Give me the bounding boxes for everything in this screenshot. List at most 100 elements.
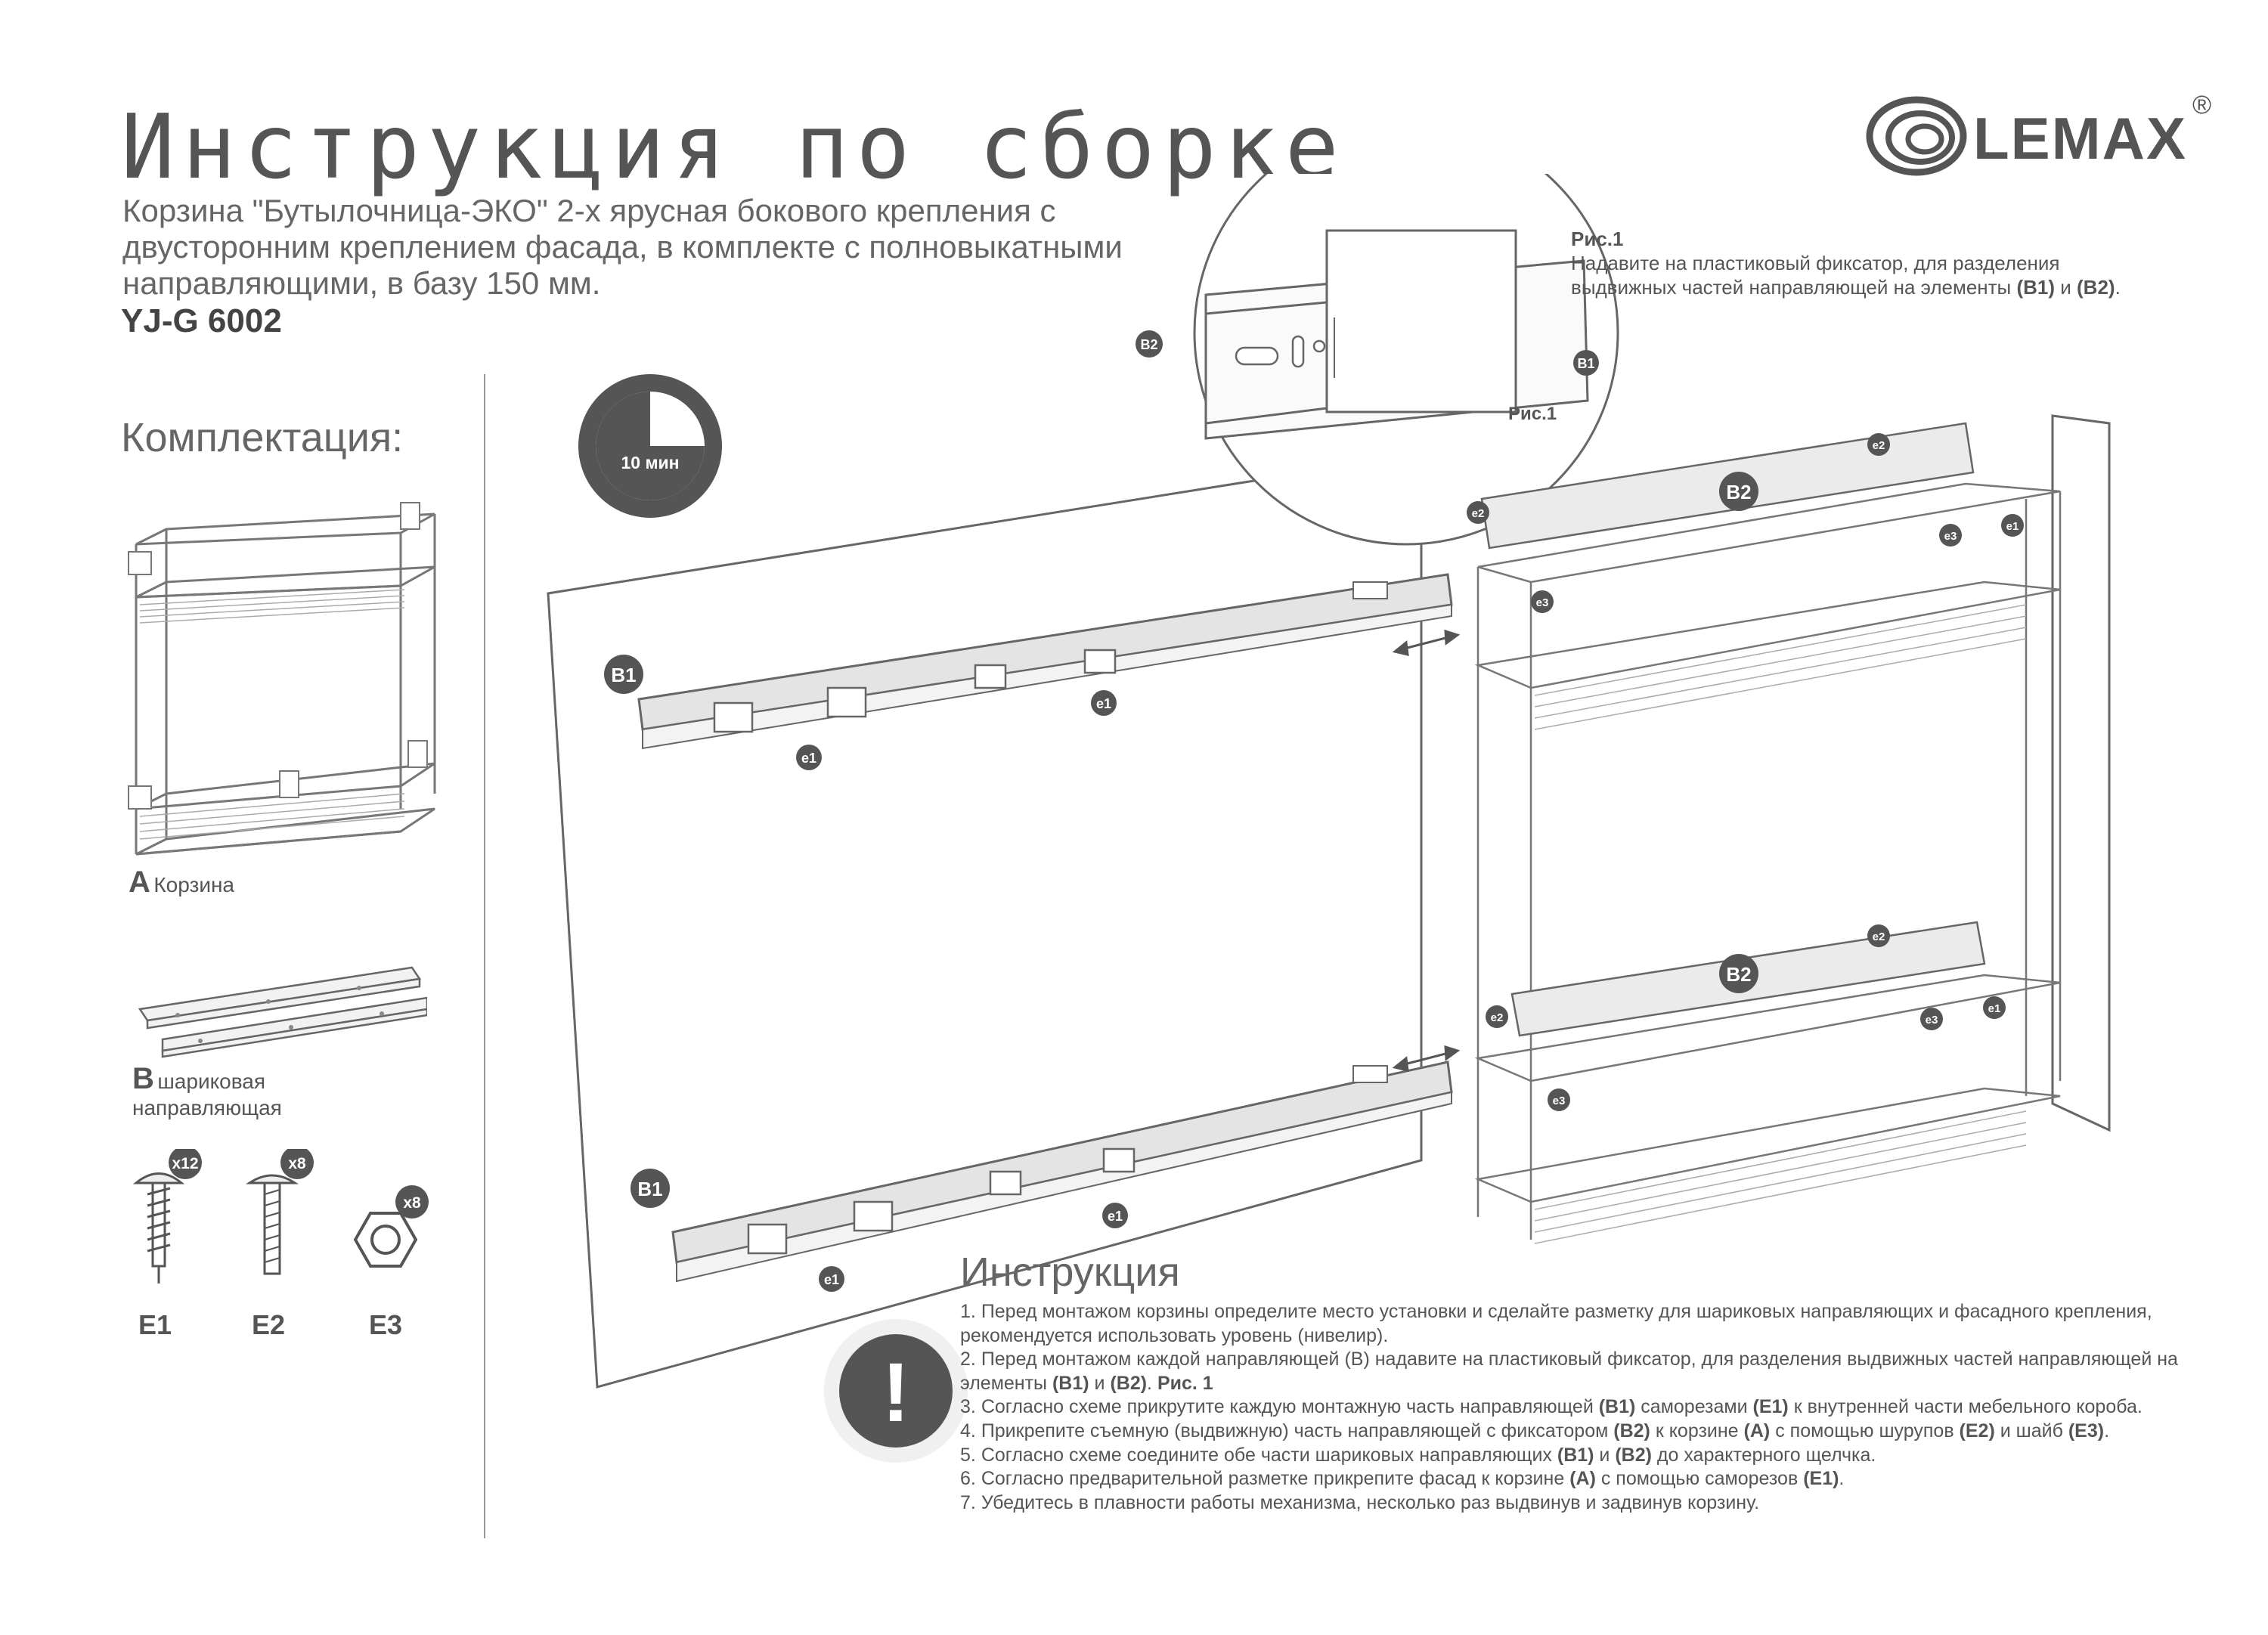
step-number: 2.	[960, 1349, 976, 1370]
basket-illustration	[128, 502, 436, 856]
qty-badge-e1: x12	[172, 1155, 198, 1172]
step-reference: (E2)	[1959, 1420, 1995, 1441]
step-text: Согласно схеме прикрутите каждую монтажн…	[981, 1396, 1599, 1418]
step-reference: (B2)	[1613, 1420, 1650, 1441]
instructions-list: 1. Перед монтажом корзины определите мес…	[960, 1300, 2185, 1515]
step-text: Согласно схеме соедините обе части шарик…	[981, 1444, 1557, 1466]
step-text: Согласно предварительной разметке прикре…	[981, 1468, 1570, 1490]
warning-symbol: !	[882, 1346, 910, 1439]
basket-assembly	[1474, 422, 2062, 1240]
label-e1-a: e1	[801, 751, 816, 766]
kit-item-b: B шариковая направляющая	[132, 1062, 359, 1120]
kit-item-a-letter: A	[129, 865, 150, 899]
kit-heading: Комплектация:	[121, 415, 404, 460]
step-text: .	[1839, 1468, 1845, 1490]
label-e1-c: e1	[824, 1272, 839, 1287]
instruction-step: 6. Согласно предварительной разметке при…	[960, 1467, 2185, 1491]
timer-icon: 10 мин	[578, 374, 722, 518]
step-reference: (E3)	[2068, 1420, 2105, 1441]
step-reference: (A)	[1569, 1468, 1596, 1490]
instructions-heading: Инструкция	[960, 1249, 1180, 1295]
label-b1-inset: B1	[1577, 356, 1594, 371]
slide-rail-illustration	[138, 966, 427, 1058]
label-e2-4: e2	[1491, 1011, 1504, 1024]
step-reference: (B2)	[1110, 1372, 1148, 1394]
washer-e3-icon: x8	[353, 1185, 429, 1268]
instruction-step: 2. Перед монтажом каждой направляющей (B…	[960, 1348, 2185, 1395]
figure1-caption: Рис.1 Надавите на пластиковый фиксатор, …	[1571, 227, 2121, 299]
label-e1-d: e1	[1108, 1209, 1123, 1224]
step-text: и	[1089, 1372, 1111, 1394]
label-b1-upper: B1	[611, 664, 636, 686]
step-text: Перед монтажом каждой направляющей (B) н…	[960, 1349, 2178, 1394]
label-e3-4: e3	[1553, 1095, 1566, 1107]
step-reference: (B2)	[1615, 1444, 1652, 1466]
step-text: саморезами	[1635, 1396, 1753, 1418]
fasteners-illustration: x12 x8 x8 E1 E2 E3	[132, 1149, 429, 1340]
page-title: Инструкция по сборке	[121, 94, 1346, 199]
instruction-step: 7. Убедитесь в плавности работы механизм…	[960, 1491, 2185, 1516]
step-text: до характерного щелчка.	[1651, 1444, 1876, 1466]
timer-label: 10 мин	[621, 453, 679, 472]
label-e2-3: e2	[1873, 931, 1885, 943]
cabinet-front-wall	[2051, 414, 2111, 1132]
rail-b1-upper	[637, 573, 1453, 750]
figure1-title: Рис.1	[1571, 228, 1624, 250]
step-text: Убедитесь в плавности работы механизма, …	[981, 1491, 1760, 1513]
step-reference: (E1)	[1752, 1396, 1789, 1418]
figure1-b1: (B1)	[2016, 276, 2056, 299]
instruction-step: 3. Согласно схеме прикрутите каждую монт…	[960, 1395, 2185, 1420]
label-e1-e: e1	[2006, 520, 2019, 533]
step-text: к корзине	[1650, 1420, 1744, 1441]
label-b2-inset: B2	[1140, 337, 1157, 352]
hardware-labels: e2 e2 e3 e3 e1 e2 e2 e3 e3 e1	[1467, 433, 2024, 1111]
figure1-b2: (B2)	[2077, 276, 2115, 299]
kit-item-b-letter: B	[132, 1062, 154, 1095]
step-number: 7.	[960, 1491, 976, 1513]
model-number: YJ-G 6002	[121, 302, 282, 339]
instruction-step: 5. Согласно схеме соедините обе части ша…	[960, 1444, 2185, 1468]
warning-icon: !	[824, 1319, 968, 1463]
brand-logo: LEMAX ®	[1860, 83, 2238, 181]
figure1-text-2: выдвижных частей направляющей на элемент…	[1571, 276, 2017, 299]
step-number: 5.	[960, 1444, 976, 1466]
step-text: Перед монтажом корзины определите место …	[960, 1301, 2152, 1346]
step-text: к внутренней части мебельного короба.	[1788, 1396, 2143, 1418]
figure1-text-line2: выдвижных частей направляющей на элемент…	[1571, 275, 2121, 299]
step-text: .	[2104, 1420, 2110, 1441]
screw-e2-icon: x8	[246, 1149, 314, 1275]
step-reference: (B1)	[1598, 1396, 1636, 1418]
step-reference: (A)	[1743, 1420, 1771, 1441]
figure1-dot: .	[2115, 276, 2121, 299]
label-e2-1: e2	[1873, 439, 1885, 452]
kit-item-a-label: Корзина	[153, 873, 234, 896]
qty-badge-e3: x8	[403, 1194, 421, 1212]
label-b1-lower: B1	[637, 1178, 662, 1200]
step-text: и	[1594, 1444, 1616, 1466]
figure1-text-line1: Надавите на пластиковый фиксатор, для ра…	[1571, 252, 2060, 274]
label-e1-f: e1	[1988, 1002, 2001, 1015]
step-number: 1.	[960, 1301, 976, 1322]
rail-b1-lower	[671, 1061, 1453, 1283]
fastener-code-e2: E2	[252, 1309, 285, 1340]
label-e3-2: e3	[1536, 596, 1549, 609]
assembly-diagram: B1 B2 Рис.1 B1 e1 e1 B1 e1 e1	[547, 174, 2111, 1389]
label-e3-3: e3	[1926, 1014, 1938, 1027]
fastener-code-e1: E1	[138, 1309, 172, 1340]
logo-registered: ®	[2192, 91, 2211, 119]
logo-swirl-icon: LEMAX ®	[1866, 91, 2211, 176]
step-number: 4.	[960, 1420, 976, 1441]
instruction-step: 4. Прикрепите съемную (выдвижную) часть …	[960, 1420, 2185, 1444]
qty-badge-e2: x8	[288, 1155, 306, 1172]
screw-e1-icon: x12	[132, 1149, 202, 1284]
step-text: и шайб	[1994, 1420, 2068, 1441]
step-reference: Рис. 1	[1157, 1372, 1213, 1394]
kit-item-b-label: шариковая направляющая	[132, 1070, 282, 1119]
vertical-divider	[484, 374, 485, 1538]
fastener-code-e3: E3	[369, 1309, 402, 1340]
label-e1-b: e1	[1096, 696, 1111, 711]
product-description: Корзина "Бутылочница-ЭКО" 2-х ярусная бо…	[122, 193, 1123, 301]
step-reference: (E1)	[1803, 1468, 1839, 1490]
step-reference: (B1)	[1557, 1444, 1594, 1466]
label-b2-upper: B2	[1726, 481, 1751, 503]
